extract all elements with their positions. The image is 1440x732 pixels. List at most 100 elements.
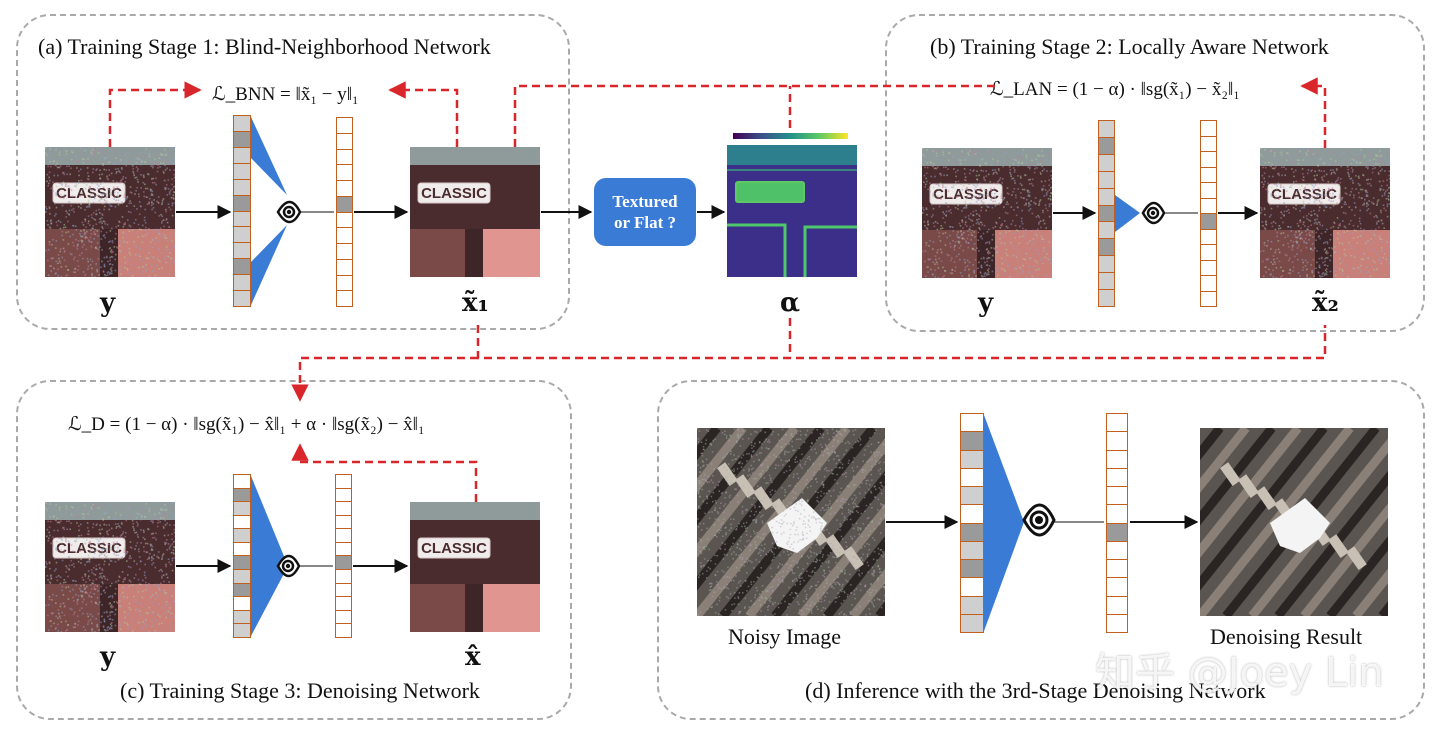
- vector-cell: [1201, 230, 1216, 245]
- svg-text:CLASSIC: CLASSIC: [421, 185, 487, 202]
- vector-cell: [961, 541, 983, 560]
- vector-cell: [336, 624, 351, 637]
- vector-cell: [1107, 560, 1127, 579]
- vector-cell: [337, 134, 352, 150]
- alpha-texture-map: [727, 145, 857, 277]
- vector-cell: [234, 179, 250, 196]
- panel-d-title: (d) Inference with the 3rd-Stage Denoisi…: [805, 678, 1266, 703]
- vector-cell: [234, 516, 250, 530]
- svg-text:CLASSIC: CLASSIC: [933, 186, 999, 203]
- vector-cell: [337, 291, 352, 306]
- vector-cell: [1201, 121, 1216, 137]
- vector-cell: [961, 432, 983, 451]
- vector-cell: [337, 196, 352, 213]
- vector-cell: [234, 243, 250, 260]
- panel-training-stage-3: [16, 380, 572, 720]
- vector-cell: [234, 488, 250, 503]
- vector-cell: [234, 502, 250, 516]
- vector-cell: [961, 414, 983, 433]
- panel-b-title: (b) Training Stage 2: Locally Aware Netw…: [930, 34, 1329, 59]
- caption-denoising-result: Denoising Result: [1210, 624, 1363, 649]
- vector-cell: [1201, 199, 1216, 214]
- inference-result-image: [1200, 428, 1388, 616]
- label-alpha: α: [780, 288, 801, 318]
- vector-cell: [1107, 597, 1127, 615]
- loss-d-text: ℒ_D = (1 − α) · ‖sg(x̃₁) − x̂‖₁ + α · ‖s…: [68, 414, 425, 435]
- vector-cell: [337, 213, 352, 229]
- vector-cell: [1107, 432, 1127, 451]
- vector-cell: [234, 147, 250, 164]
- vector-cell: [336, 475, 351, 489]
- lan-output-image: CLASSIC: [1260, 148, 1390, 278]
- vector-cell: [234, 131, 250, 148]
- vector-cell: [1107, 487, 1127, 506]
- vector-cell: [1099, 121, 1114, 138]
- denoised-output-image-c: CLASSIC: [410, 502, 540, 632]
- vector-cell: [1107, 578, 1127, 597]
- vector-cell: [336, 543, 351, 557]
- vector-cell: [961, 614, 983, 632]
- panel-a-title: (a) Training Stage 1: Blind-Neighborhood…: [38, 34, 491, 59]
- vector-cell: [234, 259, 250, 276]
- vector-cell: [1201, 137, 1216, 152]
- inference-noisy-image: [697, 428, 885, 616]
- vector-cell: [234, 597, 250, 611]
- vector-cell: [234, 116, 250, 132]
- vector-cell: [1201, 214, 1216, 230]
- inference-output-vector: [1106, 413, 1128, 633]
- panel-inference: [657, 380, 1425, 720]
- vector-cell: [337, 244, 352, 260]
- vector-cell: [234, 291, 250, 307]
- vector-cell: [961, 560, 983, 579]
- loss-bnn-text: ℒ_BNN = ‖x̃₁ − y‖₁: [212, 84, 359, 105]
- svg-text:CLASSIC: CLASSIC: [56, 540, 122, 557]
- vector-cell: [1107, 542, 1127, 560]
- vector-cell: [1099, 137, 1114, 155]
- textured-or-flat-decision: Textured or Flat ?: [594, 178, 696, 246]
- vector-cell: [961, 469, 983, 487]
- vector-cell: [234, 275, 250, 292]
- dn-output-vector: [335, 474, 352, 638]
- vector-cell: [1201, 261, 1216, 276]
- label-x2: x̃₂: [1312, 288, 1339, 318]
- decision-line1: Textured: [612, 191, 678, 211]
- vector-cell: [961, 487, 983, 506]
- vector-cell: [961, 450, 983, 469]
- vector-cell: [961, 578, 983, 597]
- vector-cell: [234, 570, 250, 584]
- label-y-a: y: [100, 288, 116, 318]
- svg-text:CLASSIC: CLASSIC: [421, 540, 487, 557]
- vector-cell: [337, 228, 352, 244]
- bnn-output-vector: [336, 117, 353, 307]
- vector-cell: [1099, 188, 1114, 206]
- vector-cell: [1099, 273, 1114, 291]
- vector-cell: [1099, 239, 1114, 257]
- vector-cell: [1107, 469, 1127, 487]
- lan-output-vector: [1200, 120, 1217, 307]
- vector-cell: [336, 611, 351, 625]
- panel-training-stage-1: [16, 14, 570, 330]
- vector-cell: [961, 505, 983, 524]
- vector-cell: [336, 516, 351, 530]
- vector-cell: [336, 489, 351, 503]
- svg-text:CLASSIC: CLASSIC: [56, 185, 122, 202]
- decision-line2: or Flat ?: [613, 213, 676, 232]
- label-y-b: y: [978, 288, 994, 318]
- vector-cell: [234, 610, 250, 625]
- watermark: 知乎 @Joey Lin: [1095, 650, 1384, 696]
- vector-cell: [234, 543, 250, 557]
- lan-input-vector: [1098, 120, 1115, 307]
- vector-cell: [336, 570, 351, 584]
- label-y-c: y: [100, 642, 116, 672]
- vector-cell: [1099, 154, 1114, 172]
- vector-cell: [1107, 451, 1127, 469]
- vector-cell: [336, 502, 351, 516]
- vector-cell: [1107, 505, 1127, 524]
- label-x1: x̃₁: [462, 288, 489, 318]
- vector-cell: [337, 150, 352, 166]
- vector-cell: [337, 181, 352, 197]
- vector-cell: [234, 556, 250, 571]
- vector-cell: [961, 596, 983, 615]
- vector-cell: [234, 583, 250, 598]
- vector-cell: [1201, 183, 1216, 199]
